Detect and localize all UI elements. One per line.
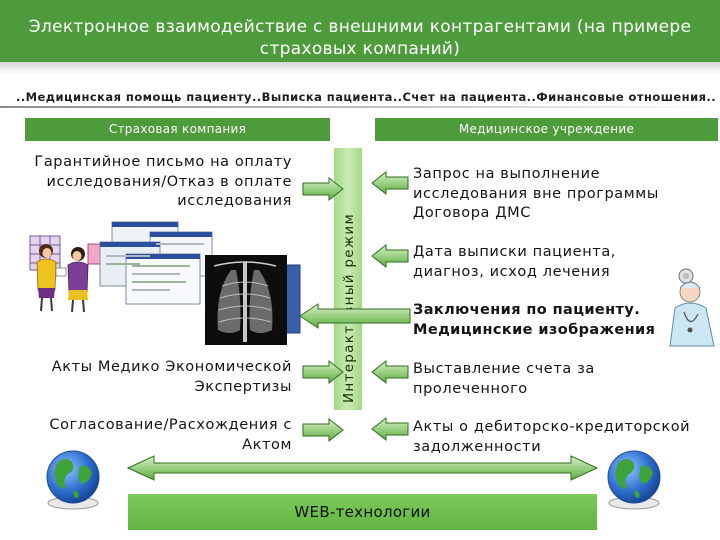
right-item-line: исследования вне программы — [413, 185, 659, 202]
left-item-line: Акты Медико Экономической — [51, 359, 292, 375]
right-item-line: диагноз, исход лечения — [413, 263, 611, 280]
left-item-line: Актом — [242, 436, 292, 453]
arrow-left-discharge-date — [371, 243, 409, 269]
right-item-line: Запрос на выполнение — [413, 166, 601, 182]
left-item-line: исследования/Отказ в оплате — [46, 173, 292, 190]
arrow-left-invoice — [371, 359, 409, 385]
globe-icon — [607, 450, 661, 510]
title-banner: Электронное взаимодействие с внешними ко… — [0, 0, 720, 62]
doctor-illustration — [669, 268, 715, 347]
right-item-medical-images: Заключения по пациенту. Медицинские изоб… — [413, 301, 655, 340]
insurance-company-header: Страховая компания — [25, 118, 330, 141]
arrow-right-agreement — [302, 417, 344, 443]
left-item-agreement: Согласование/Расхождения с Актом — [49, 416, 292, 455]
screenshots-collage — [99, 221, 213, 305]
right-item-invoice: Выставление счета за пролеченного — [413, 360, 595, 399]
title-line-2: страховых компаний) — [259, 39, 461, 59]
right-item-line: Заключения по пациенту. — [413, 302, 641, 318]
xray-image — [205, 255, 301, 345]
arrow-left-request — [371, 170, 409, 196]
right-item-discharge-date: Дата выписки пациента, диагноз, исход ле… — [413, 243, 616, 282]
globe-icon — [46, 450, 100, 510]
right-item-line: задолженности — [413, 438, 542, 455]
title-line-1: Электронное взаимодействие с внешними ко… — [28, 17, 692, 37]
interactive-mode-bar-graphic: Интерактивный режим — [341, 213, 357, 403]
interactive-mode-label: Интерактивный режим — [341, 213, 357, 403]
right-item-line: Выставление счета за — [413, 361, 595, 377]
left-item-mee-acts: Акты Медико Экономической Экспертизы — [52, 358, 292, 397]
right-item-line: Дата выписки пациента, — [413, 244, 617, 260]
left-item-line: Согласование/Расхождения с — [49, 417, 292, 433]
divider — [0, 106, 720, 108]
double-arrow-web — [126, 455, 599, 481]
left-item-guarantee-letter: Гарантийное письмо на оплату исследовани… — [34, 153, 292, 212]
web-technologies-label: WEB-технологии — [294, 503, 431, 521]
right-item-request: Запрос на выполнение исследования вне пр… — [413, 165, 659, 224]
arrow-left-debt-acts — [371, 416, 409, 442]
right-item-line: Договора ДМС — [413, 205, 531, 221]
right-item-line: пролеченного — [413, 380, 528, 397]
business-people-illustration — [29, 235, 101, 313]
right-item-debt-acts: Акты о дебиторско-кредиторской задолженн… — [413, 418, 690, 457]
right-item-line: Медицинские изображения — [413, 321, 656, 338]
medical-institution-header: Медицинское учреждение — [375, 118, 718, 141]
title-shadow — [0, 62, 720, 74]
right-item-line: Акты о дебиторско-кредиторской — [413, 419, 691, 435]
left-item-line: Экспертизы — [194, 378, 292, 395]
web-technologies-box: WEB-технологии — [128, 494, 597, 530]
interactive-mode-bar: Интерактивный режим — [334, 148, 362, 410]
left-item-line: исследования — [177, 193, 292, 209]
left-item-line: Гарантийное письмо на оплату — [34, 154, 292, 170]
topics-line: ..Медицинская помощь пациенту..Выписка п… — [16, 90, 717, 104]
